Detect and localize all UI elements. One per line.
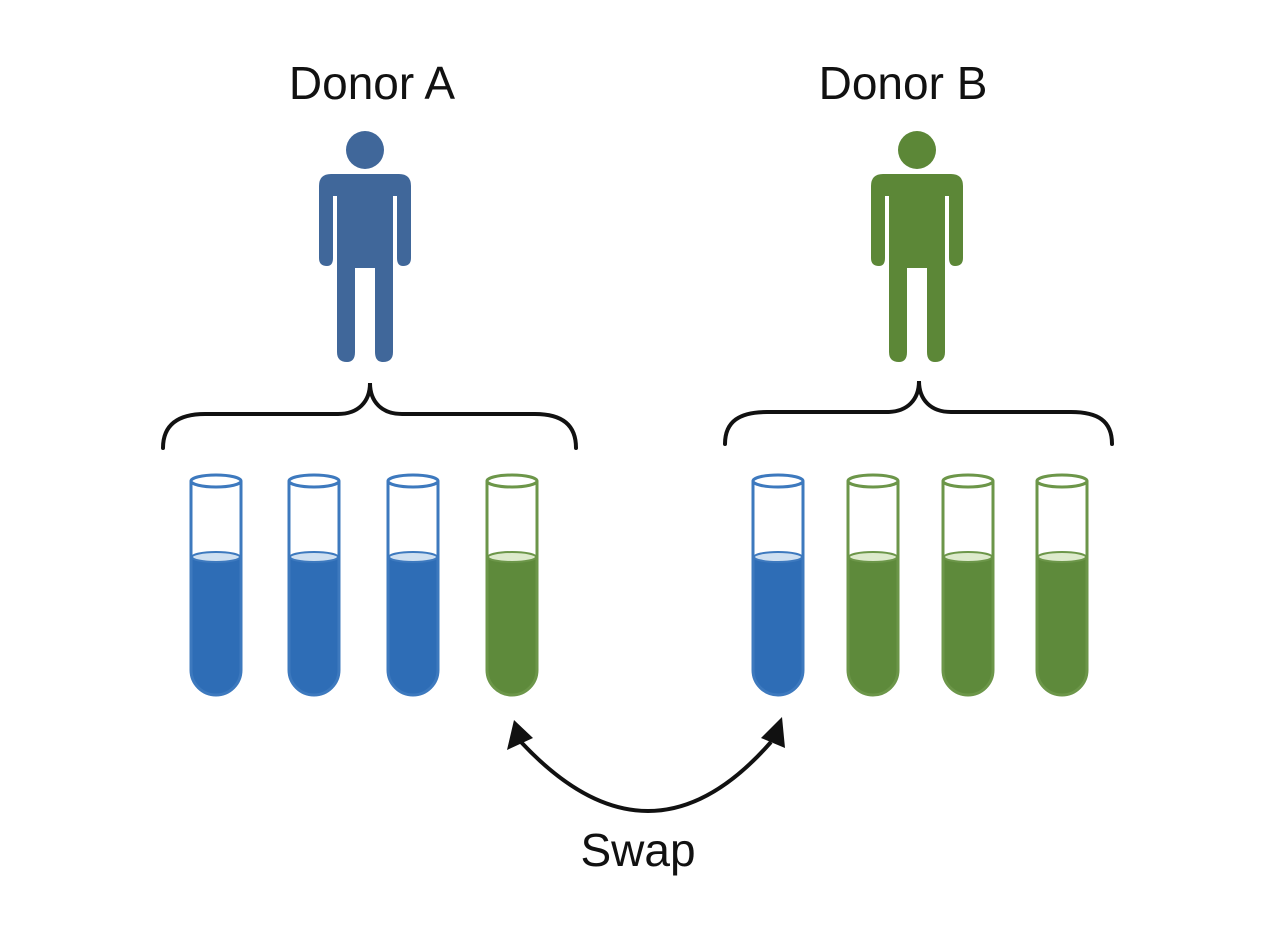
tube-liquid — [191, 557, 241, 695]
tube-meniscus — [753, 551, 803, 563]
tube-meniscus — [1037, 551, 1087, 563]
swap-arrowhead-right — [761, 717, 785, 748]
tube-liquid — [289, 557, 339, 695]
tube-outline — [1035, 481, 1089, 697]
tube-outline — [846, 481, 900, 697]
donor-a-tube-1 — [189, 473, 243, 697]
tube-liquid — [487, 557, 537, 695]
tube-rim — [846, 473, 900, 489]
tube-outline — [941, 481, 995, 697]
tube-meniscus — [848, 551, 898, 563]
donor-b-brace — [723, 380, 1114, 446]
tube-liquid — [943, 557, 993, 695]
tube-meniscus — [487, 551, 537, 563]
donor-b-tube-4 — [1035, 473, 1089, 697]
tube-rim — [287, 473, 341, 489]
tube-outline — [485, 481, 539, 697]
tube-rim — [751, 473, 805, 489]
tube-meniscus — [191, 551, 241, 563]
swap-arrow-curve — [519, 740, 773, 813]
tube-rim — [1035, 473, 1089, 489]
tube-meniscus — [943, 551, 993, 563]
tube-meniscus — [289, 551, 339, 563]
swap-label: Swap — [580, 824, 695, 876]
donor-b-tube-1 — [751, 473, 805, 697]
tube-liquid — [848, 557, 898, 695]
tube-rim — [386, 473, 440, 489]
person-body — [319, 174, 411, 362]
donor-a-tube-2 — [287, 473, 341, 697]
tube-liquid — [388, 557, 438, 695]
donor-a-tube-3 — [386, 473, 440, 697]
donor-b-tube-3 — [941, 473, 995, 697]
tube-outline — [386, 481, 440, 697]
tube-rim — [941, 473, 995, 489]
donor-b-tube-2 — [846, 473, 900, 697]
donor-b-person-icon — [871, 131, 963, 362]
tube-liquid — [1037, 557, 1087, 695]
tube-outline — [287, 481, 341, 697]
person-head — [898, 131, 936, 169]
donor-a-person-icon — [319, 131, 411, 362]
tube-outline — [751, 481, 805, 697]
donor-b-label: Donor B — [819, 57, 988, 109]
donor-a-label: Donor A — [289, 57, 456, 109]
tube-outline — [189, 481, 243, 697]
tube-rim — [485, 473, 539, 489]
tube-meniscus — [388, 551, 438, 563]
swap-arrowhead-left — [507, 720, 533, 750]
person-head — [346, 131, 384, 169]
donor-a-tube-4 — [485, 473, 539, 697]
tubes-group — [189, 473, 1089, 697]
donor-a-brace — [161, 382, 578, 450]
tube-liquid — [753, 557, 803, 695]
person-body — [871, 174, 963, 362]
tube-rim — [189, 473, 243, 489]
